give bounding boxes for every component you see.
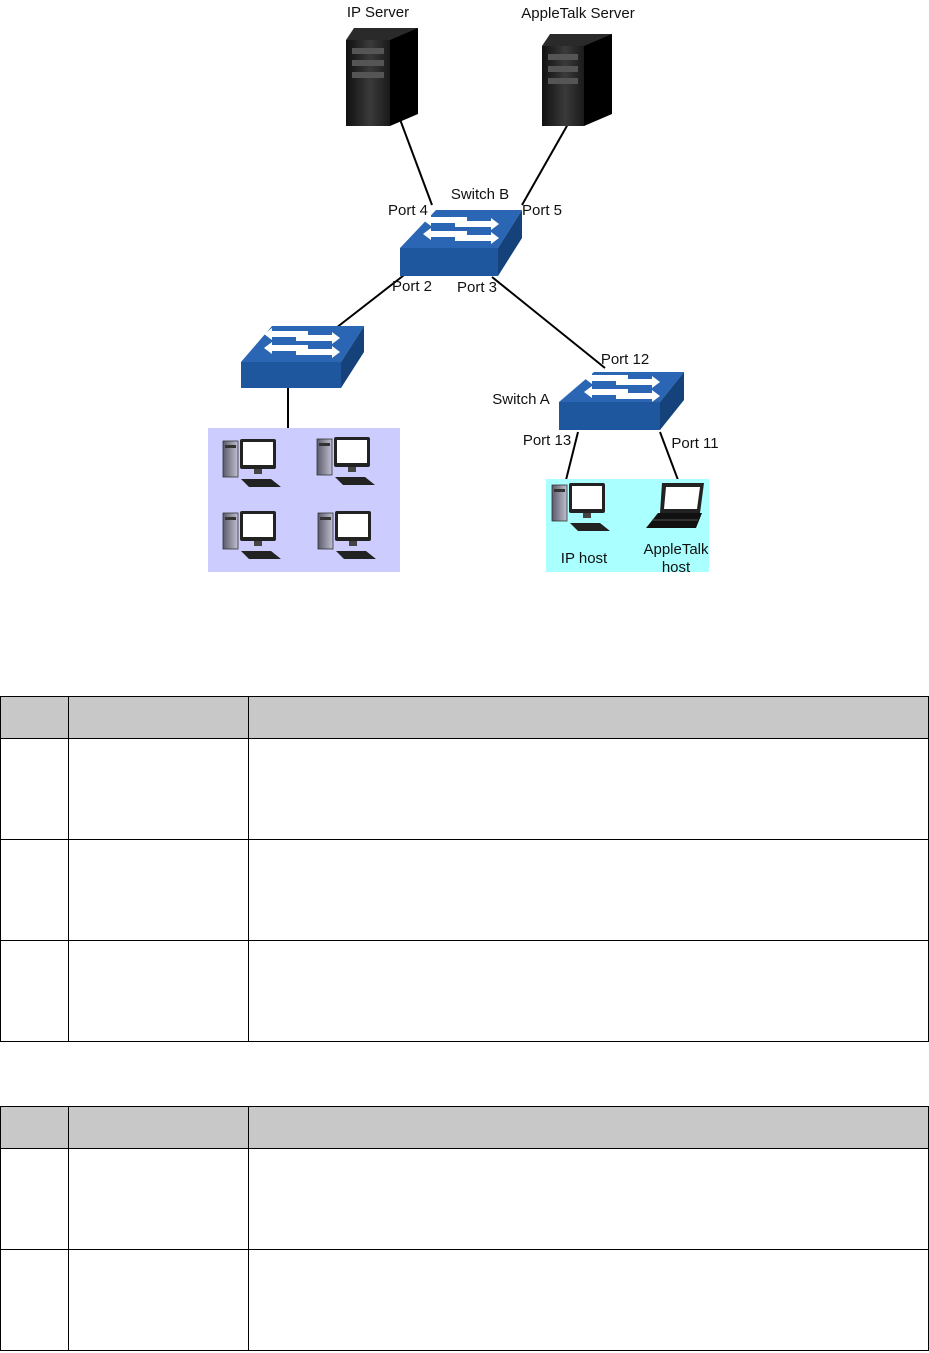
- table-cell: [68, 940, 249, 1042]
- switch-a: [559, 372, 684, 430]
- link-port11-appletalk-host: [659, 431, 679, 481]
- port4-label: Port 4: [388, 202, 428, 219]
- switch-c: [241, 326, 364, 388]
- table-cell: [0, 738, 69, 840]
- appletalk-server-label: AppleTalk Server: [521, 5, 634, 22]
- table-cell: [0, 1148, 69, 1250]
- table-row: [0, 738, 929, 840]
- switch-b-label: Switch B: [451, 186, 509, 203]
- laptop-icon: [646, 483, 704, 528]
- link-port2-switch-c: [335, 271, 409, 329]
- host-group: [546, 479, 709, 572]
- network-topology-diagram: IP Server AppleTalk Server Switch B Port…: [208, 4, 719, 576]
- table-header-cell: [0, 696, 69, 739]
- table-header-row: [0, 1106, 929, 1149]
- port3-label: Port 3: [457, 279, 497, 296]
- table-cell: [68, 839, 249, 941]
- link-port13-ip-host: [565, 431, 579, 481]
- port2-label: Port 2: [392, 278, 432, 295]
- table-row: [0, 839, 929, 941]
- table-cell: [248, 1249, 929, 1351]
- link-appletalk-server-port5: [521, 123, 569, 206]
- link-port3-port12: [491, 276, 606, 369]
- table-cell: [68, 1249, 249, 1351]
- ip-server-label: IP Server: [347, 4, 409, 21]
- table-header-cell: [0, 1106, 69, 1149]
- table-cell: [0, 1249, 69, 1351]
- appletalk-host-label-line2: host: [662, 559, 691, 576]
- configuration-table-1: [0, 696, 929, 1042]
- ip-host-label: IP host: [561, 550, 608, 567]
- links: [287, 113, 679, 481]
- table-cell: [0, 839, 69, 941]
- port11-label: Port 11: [671, 435, 718, 452]
- table-row: [0, 1249, 929, 1351]
- table-cell: [0, 940, 69, 1042]
- appletalk-server: [542, 34, 612, 126]
- port5-label: Port 5: [522, 202, 562, 219]
- table-cell: [68, 1148, 249, 1250]
- table-cell: [248, 1148, 929, 1250]
- appletalk-host-label-line1: AppleTalk: [643, 541, 709, 558]
- table-header-cell: [68, 1106, 249, 1149]
- table-header-row: [0, 696, 929, 739]
- link-ip-server-port4: [397, 113, 433, 206]
- pc-group: [208, 428, 400, 572]
- table-row: [0, 940, 929, 1042]
- table-header-cell: [68, 696, 249, 739]
- port12-label: Port 12: [601, 351, 649, 368]
- table-header-cell: [248, 696, 929, 739]
- switch-b: [400, 210, 522, 276]
- configuration-table-2: [0, 1106, 929, 1351]
- ip-server: [346, 28, 418, 126]
- switch-a-label: Switch A: [492, 391, 550, 408]
- table-cell: [68, 738, 249, 840]
- table-header-cell: [248, 1106, 929, 1149]
- table-cell: [248, 839, 929, 941]
- table-cell: [248, 940, 929, 1042]
- table-row: [0, 1148, 929, 1250]
- port13-label: Port 13: [523, 432, 571, 449]
- table-cell: [248, 738, 929, 840]
